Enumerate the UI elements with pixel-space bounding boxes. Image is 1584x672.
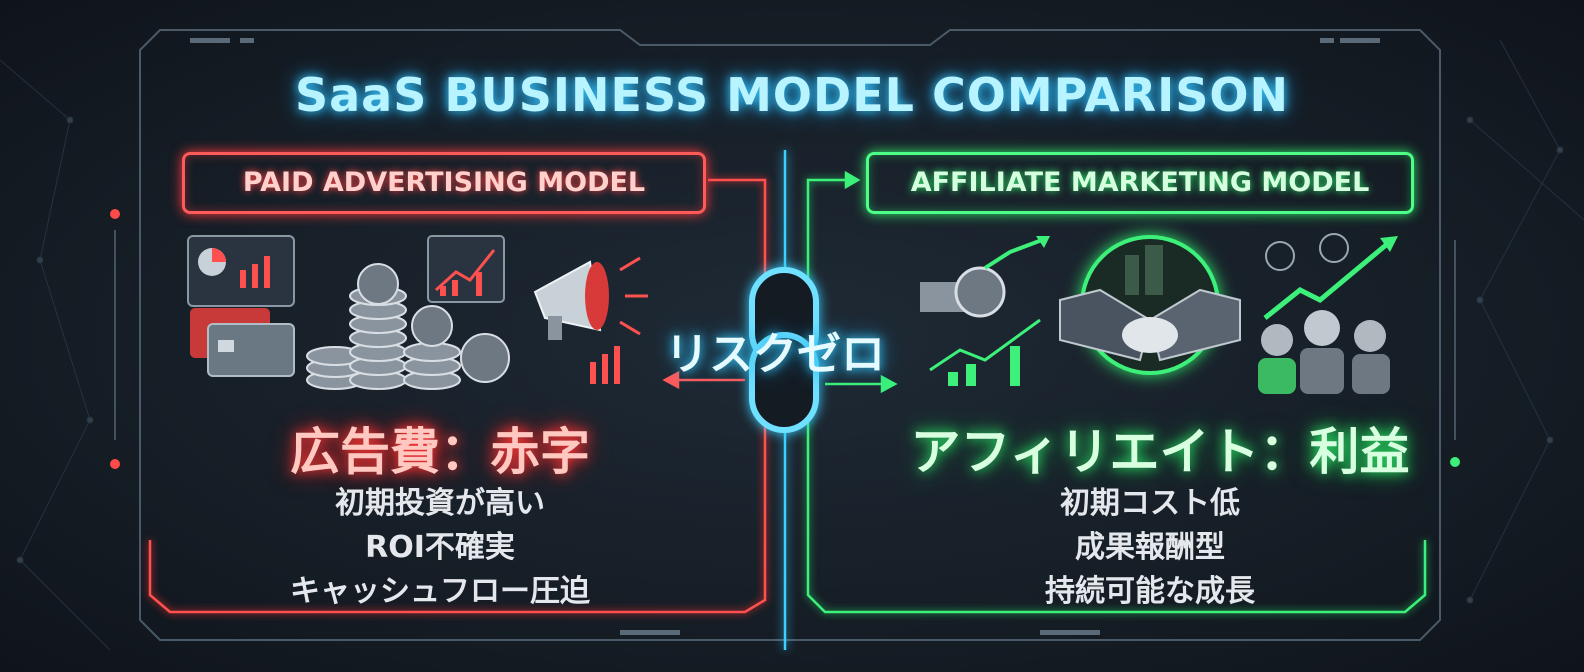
page-title: SaaS BUSINESS MODEL COMPARISON	[295, 68, 1289, 122]
affiliate-point: 持続可能な成長	[1045, 574, 1255, 609]
money-growth-chart-icon	[920, 236, 1050, 386]
risk-zero-badge: リスクゼロ	[665, 329, 885, 380]
paid-point: キャッシュフロー圧迫	[290, 574, 590, 609]
affiliate-point: 成果報酬型	[1075, 530, 1225, 565]
arrow-left-icon	[662, 370, 745, 390]
affiliate-points-list: 初期コスト低 成果報酬型 持続可能な成長	[960, 482, 1340, 614]
trend-chart-icon	[427, 235, 505, 303]
network-background	[0, 39, 1584, 651]
paid-advertising-label: PAID ADVERTISING MODEL	[182, 152, 706, 214]
chain-link-icon	[749, 267, 819, 433]
coin-stack-icon	[306, 263, 510, 390]
affiliate-point: 初期コスト低	[1060, 486, 1240, 521]
paid-points-list: 初期投資が高い ROI不確実 キャッシュフロー圧迫	[250, 482, 630, 614]
paid-point: ROI不確実	[365, 530, 515, 565]
credit-card-icon	[190, 308, 295, 377]
paid-headline: 広告費：赤字	[290, 423, 590, 481]
affiliate-headline: アフィリエイト：利益	[910, 423, 1410, 481]
affiliate-marketing-label: AFFILIATE MARKETING MODEL	[866, 152, 1414, 214]
analytics-dashboard-icon	[187, 235, 295, 307]
megaphone-icon	[533, 256, 648, 384]
team-people-icon	[1258, 233, 1398, 394]
handshake-icon	[1059, 235, 1241, 375]
paid-point: 初期投資が高い	[335, 486, 545, 521]
arrow-right-icon	[825, 170, 898, 394]
